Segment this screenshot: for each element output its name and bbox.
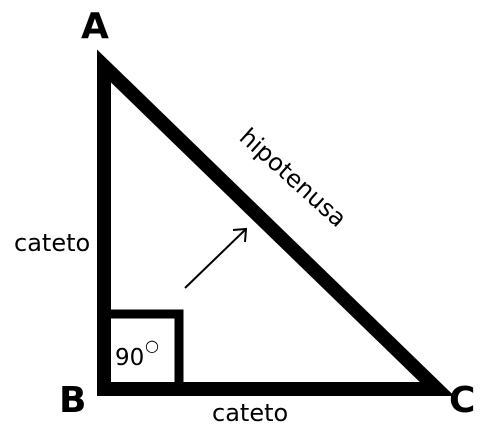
degree-symbol: ○ bbox=[145, 336, 159, 355]
hypotenuse-arrow bbox=[184, 227, 248, 289]
vertex-label-b: B bbox=[59, 380, 86, 421]
right-angle-marker bbox=[99, 309, 184, 394]
left-leg-label: cateto bbox=[14, 229, 90, 257]
right-angle-value: 90 bbox=[115, 345, 144, 371]
vertex-label-c: C bbox=[449, 380, 475, 421]
triangle-outline bbox=[97, 49, 455, 396]
vertex-label-a: A bbox=[81, 6, 109, 47]
bottom-leg-label: cateto bbox=[212, 399, 288, 427]
